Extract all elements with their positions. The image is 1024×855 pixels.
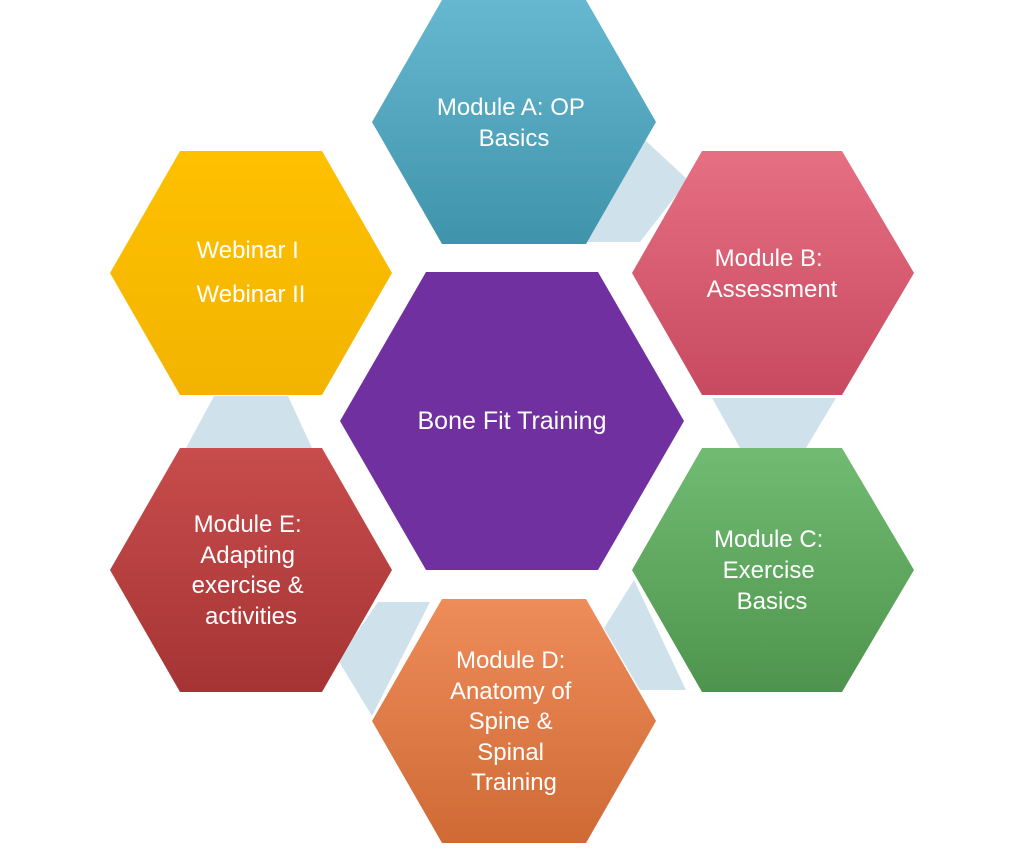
hexagon-module-c-label: Module C: Exercise Basics bbox=[714, 526, 830, 615]
hexagon-module-a-shape bbox=[372, 0, 656, 244]
connectors bbox=[186, 128, 836, 716]
hexagon-module-e-shape bbox=[110, 448, 392, 692]
hexagon-module-b-shape bbox=[632, 151, 914, 395]
hexagon-module-e-label: Module E: Adapting exercise & activities bbox=[192, 511, 311, 630]
hexagon-module-d-shape bbox=[372, 599, 656, 843]
hexagon-webinars-shape bbox=[110, 151, 392, 395]
hexagon-module-a: Module A: OP Basics bbox=[372, 0, 656, 244]
hexagon-center-shape bbox=[340, 272, 684, 570]
hexagon-webinars-label: Webinar I Webinar II bbox=[197, 237, 306, 308]
connector-a-b bbox=[586, 128, 688, 242]
hexagon-center: Bone Fit Training bbox=[340, 272, 684, 570]
hexagon-module-e: Module E: Adapting exercise & activities bbox=[110, 448, 392, 692]
hexagon-module-b-label: Module B: Assessment bbox=[707, 245, 838, 303]
connector-d-e bbox=[338, 602, 430, 716]
connector-e-webinars bbox=[186, 396, 312, 448]
connector-c-d bbox=[604, 580, 686, 690]
hexagon-module-b: Module B: Assessment bbox=[632, 151, 914, 395]
hexagon-module-c: Module C: Exercise Basics bbox=[632, 448, 914, 692]
hexagon-center-label: Bone Fit Training bbox=[418, 407, 607, 435]
hexagon-webinars: Webinar I Webinar II bbox=[110, 151, 392, 395]
connector-b-c bbox=[712, 398, 836, 448]
hexagon-module-a-label: Module A: OP Basics bbox=[437, 94, 591, 152]
hexagon-module-d-label: Module D: Anatomy of Spine & Spinal Trai… bbox=[450, 647, 578, 796]
hexagon-module-c-shape bbox=[632, 448, 914, 692]
hexagon-module-d: Module D: Anatomy of Spine & Spinal Trai… bbox=[372, 599, 656, 843]
